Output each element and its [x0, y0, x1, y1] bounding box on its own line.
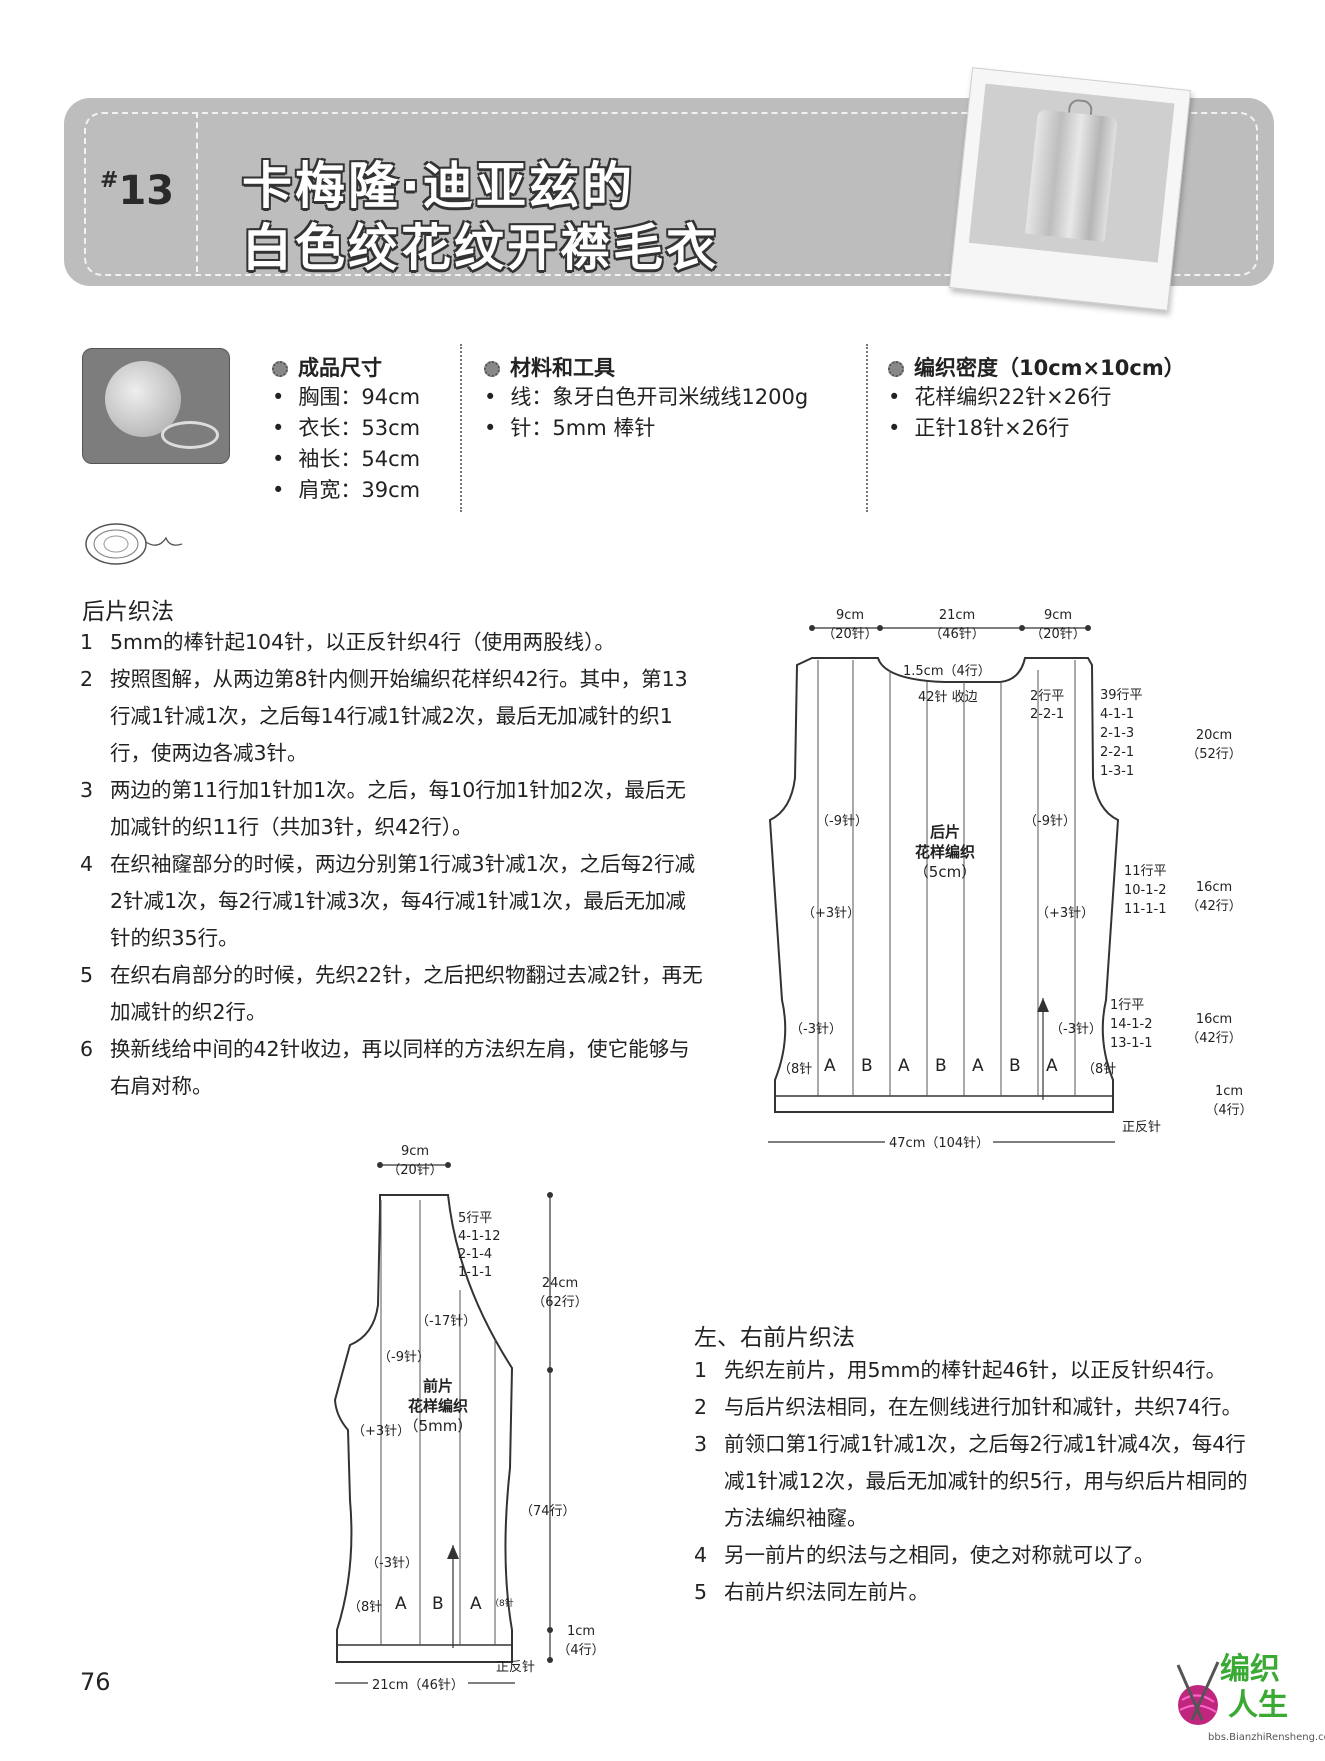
site-logo: 编织 人生 bbs.BianzhiRensheng.com — [1168, 1640, 1325, 1758]
rib-label: 正反针 — [1122, 1120, 1162, 1135]
size-item: 肩宽：39cm — [272, 475, 420, 506]
gauge-heading: 编织密度（10cm×10cm） — [914, 356, 1185, 380]
size-heading: 成品尺寸 — [298, 356, 382, 380]
dim-label: 9cm（20针） — [822, 608, 878, 642]
page-title-line-2: 白色绞花纹开襟毛衣 — [242, 219, 719, 277]
yarn-needles-icon — [1176, 1661, 1220, 1725]
banner-divider — [196, 112, 198, 272]
inc-label: （+3针） — [802, 906, 861, 921]
inc-label: （+3针） — [352, 1424, 411, 1439]
back-piece-label: 后片花样编织（5cm） — [913, 823, 977, 881]
bind-off-label: 42针 收边 — [918, 690, 978, 705]
dec-label: （-3针） — [790, 1022, 842, 1037]
inc-label: （+3针） — [1036, 906, 1095, 921]
edge-label: （8针 — [778, 1062, 813, 1077]
bottom-dim-label: 21cm（46针） — [368, 1674, 468, 1693]
page-title-line-1: 卡梅隆·迪亚兹的 — [242, 157, 635, 215]
logo-line-1: 编织 — [1220, 1652, 1280, 1687]
back-section-title: 后片织法 — [82, 599, 174, 625]
neck-dec-label: （-17针） — [416, 1314, 477, 1329]
armhole-dec-label: （-9针） — [816, 814, 868, 829]
yarn-sketch-icon — [85, 523, 183, 565]
size-section: 成品尺寸 胸围：94cm 衣长：53cm 袖长：54cm 肩宽：39cm — [272, 352, 420, 506]
polaroid-photo — [948, 67, 1192, 311]
dim-label: 24cm（62行） — [532, 1276, 588, 1310]
yarn-strand-icon — [161, 421, 219, 449]
armhole-dec-label: （-9针） — [378, 1350, 430, 1365]
dim-label: 1cm（4行） — [1205, 1084, 1253, 1118]
front-piece-label: 前片花样编织（5mm） — [403, 1377, 473, 1435]
dec-label: （-3针） — [366, 1556, 418, 1571]
dim-label: 1cm（4行） — [557, 1624, 605, 1658]
gear-bullet-icon — [888, 361, 904, 377]
yarn-photo — [82, 348, 230, 464]
pattern-number: #13 — [100, 168, 175, 214]
gear-bullet-icon — [272, 361, 288, 377]
dim-label: 21cm（46针） — [929, 608, 985, 642]
front-section-title: 左、右前片织法 — [694, 1325, 855, 1351]
edge-label: （8针 — [348, 1600, 383, 1615]
materials-item: 线：象牙白色开司米绒线1200g — [484, 382, 808, 413]
sweater-photo — [968, 83, 1175, 263]
dec-label: （-3针） — [1050, 1022, 1102, 1037]
column-divider — [460, 344, 462, 512]
rib-label: 正反针 — [496, 1660, 536, 1675]
gauge-item: 正针18针×26行 — [888, 413, 1185, 444]
logo-line-2: 人生 — [1228, 1688, 1288, 1723]
materials-item: 针：5mm 棒针 — [484, 413, 808, 444]
page-number: 76 — [80, 1668, 111, 1696]
dim-label: 9cm（20针） — [387, 1144, 443, 1178]
body-rows-label: （74行） — [520, 1504, 576, 1519]
edge-label: （8针 — [490, 1599, 514, 1609]
gauge-section: 编织密度（10cm×10cm） 花样编织22针×26行 正针18针×26行 — [888, 352, 1185, 444]
dim-label: 16cm（42行） — [1186, 1012, 1242, 1046]
front-piece-diagram — [333, 1162, 553, 1684]
size-item: 袖长：54cm — [272, 444, 420, 475]
dim-label: 9cm（20针） — [1030, 608, 1086, 642]
column-divider — [866, 344, 868, 512]
dim-label: 16cm（42行） — [1186, 880, 1242, 914]
size-item: 衣长：53cm — [272, 413, 420, 444]
size-item: 胸围：94cm — [272, 382, 420, 413]
gauge-item: 花样编织22针×26行 — [888, 382, 1185, 413]
back-piece-diagram — [768, 625, 1120, 1143]
logo-url: bbs.BianzhiRensheng.com — [1208, 1732, 1325, 1743]
edge-label: （8针 — [1082, 1062, 1117, 1077]
neck-depth-label: 1.5cm（4行） — [903, 664, 991, 679]
bottom-dim-label: 47cm（104针） — [885, 1132, 994, 1151]
armhole-dec-label: （-9针） — [1024, 814, 1076, 829]
materials-section: 材料和工具 线：象牙白色开司米绒线1200g 针：5mm 棒针 — [484, 352, 808, 444]
banner-dashed-border — [84, 112, 1258, 276]
sweater-image — [1025, 109, 1118, 242]
gear-bullet-icon — [484, 361, 500, 377]
dim-label: 20cm（52行） — [1186, 728, 1242, 762]
materials-heading: 材料和工具 — [510, 356, 615, 380]
